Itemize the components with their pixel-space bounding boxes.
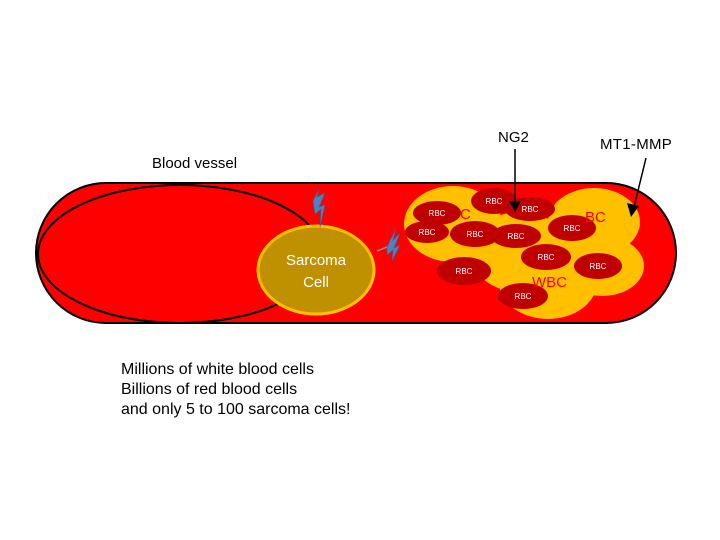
caption-line-1: Millions of white blood cells — [121, 361, 314, 378]
rbc-cell — [521, 244, 571, 270]
mt1-mmp-label: MT1-MMP — [600, 136, 673, 153]
rbc-cell — [437, 257, 491, 285]
wbc-label: C — [460, 206, 471, 223]
ng2-label: NG2 — [498, 129, 529, 146]
sarcoma-label-line2: Cell — [303, 274, 329, 291]
rbc-cell — [450, 221, 500, 247]
rbc-label: RBC — [522, 205, 539, 214]
rbc-label: RBC — [538, 253, 555, 262]
rbc-label: RBC — [486, 197, 503, 206]
mt1-mmp-arrow — [627, 157, 647, 217]
blood-vessel-label: Blood vessel — [152, 155, 238, 172]
rbc-label: RBC — [467, 230, 484, 239]
ng2-arrow — [509, 149, 521, 212]
caption-line-2: Billions of red blood cells — [121, 381, 298, 398]
rbc-label: RBC — [419, 228, 436, 237]
sarcoma-cell — [256, 224, 376, 316]
caption: Millions of white blood cells Billions o… — [121, 360, 350, 420]
rbc-cell — [491, 224, 541, 248]
rbc-cell — [413, 201, 461, 225]
receptor-left-icon — [312, 188, 326, 228]
rbc-label: RBC — [456, 267, 473, 276]
rbc-label: RBC — [590, 262, 607, 271]
red-blood-cells — [405, 188, 622, 309]
sarcoma-label-line1: Sarcoma — [286, 252, 347, 269]
rbc-cell — [574, 253, 622, 279]
rbc-cell — [405, 221, 449, 243]
caption-line-3: and only 5 to 100 sarcoma cells! — [121, 401, 351, 418]
rbc-label: RBC — [515, 292, 532, 301]
rbc-label: RBC — [508, 232, 525, 241]
wbc-label: BC — [585, 209, 606, 226]
rbc-label: RBC — [564, 224, 581, 233]
wbc-label: WBC — [532, 274, 567, 291]
receptor-right-icon — [376, 227, 401, 262]
rbc-cell — [548, 215, 596, 241]
rbc-label: RBC — [429, 209, 446, 218]
rbc-cell — [498, 283, 548, 309]
